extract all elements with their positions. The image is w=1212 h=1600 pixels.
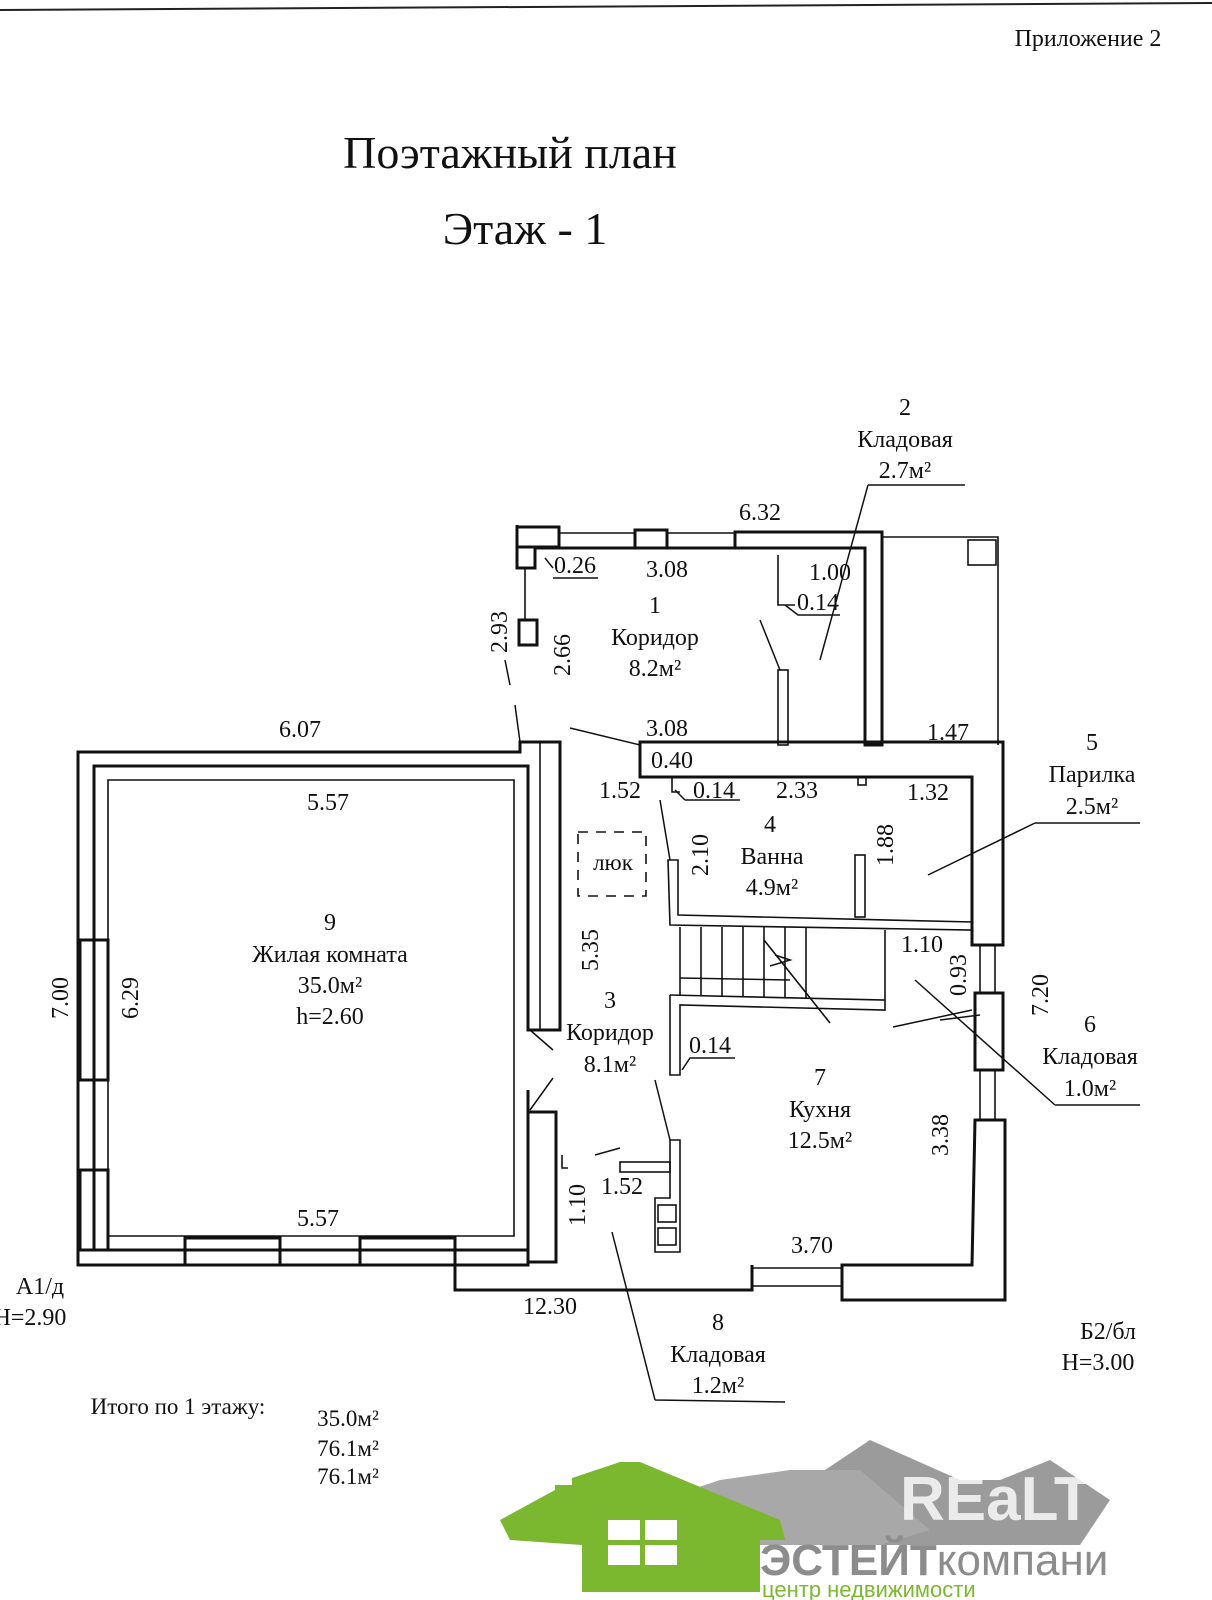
room-8-name: Кладовая [670,1342,766,1368]
dimension: 7.20 [1028,974,1054,1016]
room-3-number: 3 [604,988,616,1014]
room-1-name: Коридор [611,625,699,651]
dimension: 0.40 [651,748,693,774]
dimension: 2.10 [688,834,714,876]
dimension: 1.88 [873,824,899,866]
room-5-area: 2.5м² [1066,794,1118,820]
room-5-number: 5 [1086,730,1098,756]
room-8-area: 1.2м² [692,1373,744,1399]
room-2-number: 2 [899,395,911,421]
dimension: 0.26 [554,553,596,579]
dimension: 5.57 [297,1206,339,1232]
room-1-number: 1 [649,593,661,619]
dimension: 0.14 [693,778,735,804]
dimension: 5.35 [578,929,604,971]
appendix-label: Приложение 2 [1015,26,1162,52]
dimension: 3.38 [928,1114,954,1156]
total-value: 76.1м² [317,1436,379,1461]
room-8-number: 8 [712,1310,724,1336]
room-9-area: 35.0м² [298,973,362,999]
room-7-area: 12.5м² [788,1128,852,1154]
dimension: 2.33 [776,778,818,804]
right-marker-code: Б2/бл [1080,1319,1136,1345]
dimension: 6.29 [118,977,144,1019]
room-5-name: Парилка [1049,762,1136,788]
room-6-number: 6 [1084,1012,1096,1038]
room-9-name: Жилая комната [252,942,408,968]
dimension: 3.08 [646,716,688,742]
room-1-area: 8.2м² [629,656,681,682]
dimension: 0.93 [946,954,972,996]
room-4-name: Ванна [741,844,804,870]
dimension: 12.30 [523,1294,577,1320]
page-title: Поэтажный план [343,127,677,178]
total-value: 76.1м² [317,1464,379,1489]
room-2-area: 2.7м² [879,458,931,484]
dimension: 2.93 [487,611,513,653]
dimension: 2.66 [550,634,576,676]
room-9-number: 9 [324,910,336,936]
dimension: 6.32 [739,500,781,526]
company-logo: REaLT ЭСТЕЙТкомпани центр недвижимости [500,1440,1110,1600]
dimension: 1.10 [565,1184,591,1226]
dimension: 1.00 [809,560,851,586]
left-marker-height: Н=2.90 [0,1305,66,1331]
room-7-name: Кухня [789,1097,851,1123]
room-7-number: 7 [814,1065,826,1091]
dimension: 3.70 [791,1233,833,1259]
total-value: 35.0м² [317,1406,379,1431]
right-marker-height: Н=3.00 [1062,1350,1135,1376]
hatch [577,831,647,897]
green-house-icon [500,1462,785,1592]
dimension: 6.07 [279,717,321,743]
dimension: 7.00 [48,977,74,1019]
logo-company: ЭСТЕЙТкомпани [760,1534,1108,1585]
dimension: 1.10 [901,932,943,958]
room-9-height: h=2.60 [296,1004,364,1030]
dimension: 0.14 [797,590,839,616]
dimension: 1.52 [599,778,641,804]
room-labels: 2 Кладовая 2.7м² 1 Коридор 8.2м² 5 Парил… [252,395,1138,1399]
room-6-area: 1.0м² [1064,1076,1116,1102]
room-4-area: 4.9м² [746,875,798,901]
dimension: 1.52 [601,1174,643,1200]
left-marker-code: А1/д [16,1274,64,1300]
logo-tagline: центр недвижимости [762,1577,976,1600]
logo-brand: REaLT [900,1465,1092,1534]
dimension: 1.47 [927,720,969,746]
room-2-name: Кладовая [857,427,953,453]
dimension: 5.57 [307,790,349,816]
room-6-name: Кладовая [1042,1044,1138,1070]
top-rule [0,2,1212,11]
floor-title: Этаж - 1 [443,203,608,254]
dimension: 1.32 [907,780,949,806]
room-4-number: 4 [764,812,776,838]
walls [76,484,1140,1403]
room-3-name: Коридор [566,1020,654,1046]
dimension-labels: 6.32 0.26 3.08 1.00 0.14 2.93 2.66 6.07 … [48,500,1054,1320]
dimension: 0.14 [689,1033,731,1059]
hatch-label: люк [593,850,634,875]
dimension: 3.08 [646,557,688,583]
staircase [669,927,886,1076]
totals-label: Итого по 1 этажу: [91,1394,266,1419]
room-3-area: 8.1м² [584,1052,636,1078]
